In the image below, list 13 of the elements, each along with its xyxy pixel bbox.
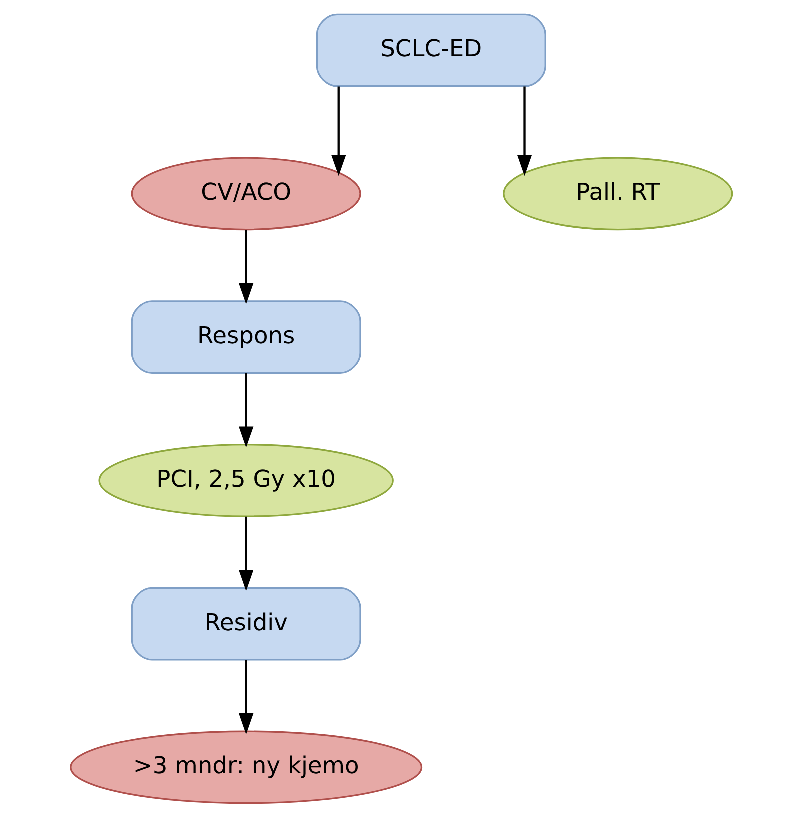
node-ellipse: Pall. RT <box>503 157 734 231</box>
arrow <box>238 374 254 448</box>
arrow <box>332 86 346 176</box>
node-box: Respons <box>131 300 362 374</box>
arrow <box>238 230 254 304</box>
node-ellipse: PCI, 2,5 Gy x10 <box>98 444 394 518</box>
node-box: SCLC-ED <box>316 14 546 88</box>
arrow <box>238 516 254 592</box>
node-ellipse: CV/ACO <box>131 157 362 231</box>
node-box: Residiv <box>131 587 362 661</box>
node-ellipse: >3 mndr: ny kjemo <box>70 730 423 804</box>
arrow <box>517 86 532 176</box>
arrow <box>238 660 254 735</box>
